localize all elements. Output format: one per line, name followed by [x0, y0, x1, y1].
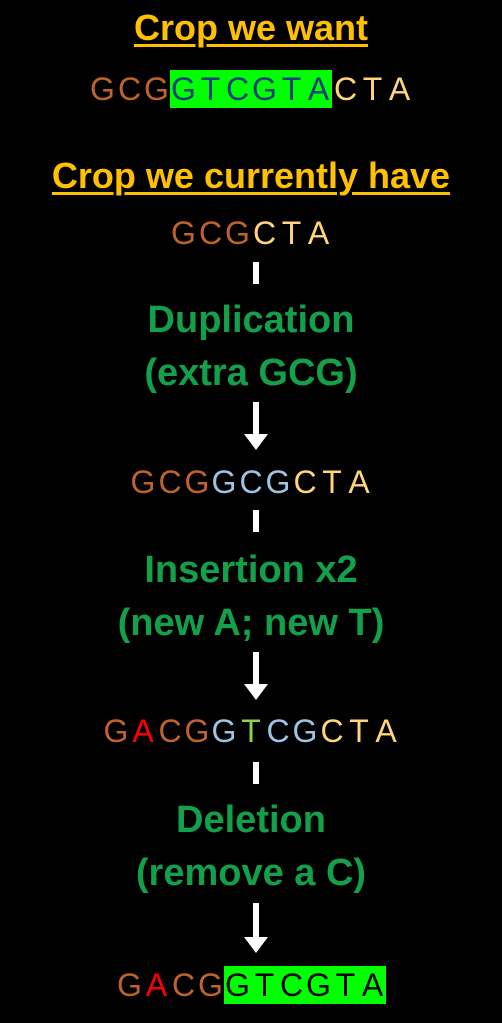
nucleotide: G: [198, 967, 223, 1003]
nucleotide: T: [335, 967, 356, 1003]
nucleotide: G: [306, 967, 331, 1003]
nucleotide: G: [171, 71, 196, 107]
nucleotide: G: [184, 464, 210, 500]
step-duplication-note: (extra GCG): [144, 352, 358, 394]
heading-crop-we-have: Crop we currently have: [51, 155, 451, 196]
nucleotide: A: [307, 71, 330, 107]
heading-crop-we-want: Crop we want: [133, 7, 369, 48]
nucleotide: C: [266, 713, 290, 749]
nucleotide: A: [348, 464, 370, 500]
nucleotide: G: [292, 713, 318, 749]
nucleotide: T: [349, 713, 369, 749]
nucleotide: G: [103, 713, 129, 749]
nucleotide: G: [144, 71, 169, 107]
nucleotide: G: [265, 464, 291, 500]
step-insertion-note: (new A; new T): [117, 602, 385, 644]
connector-dash: [253, 762, 259, 784]
nucleotide: C: [117, 71, 142, 107]
nucleotide: C: [198, 215, 223, 251]
nucleotide: G: [184, 713, 210, 749]
arrow-down-icon: [244, 402, 268, 450]
nucleotide: G: [211, 464, 237, 500]
nucleotide: T: [241, 713, 261, 749]
nucleotide: T: [254, 967, 275, 1003]
nucleotide: C: [252, 215, 277, 251]
nucleotide: T: [200, 71, 221, 107]
nucleotide: T: [362, 71, 383, 107]
nucleotide: G: [117, 967, 142, 1003]
nucleotide: A: [145, 967, 168, 1003]
nucleotide: C: [293, 464, 317, 500]
step-duplication-title: Duplication: [147, 299, 355, 341]
step-insertion-title: Insertion x2: [144, 549, 358, 591]
nucleotide: G: [252, 71, 277, 107]
nucleotide: A: [375, 713, 397, 749]
nucleotide: G: [130, 464, 156, 500]
nucleotide: A: [132, 713, 154, 749]
nucleotide: G: [211, 713, 237, 749]
nucleotide: T: [281, 215, 302, 251]
connector-dash: [253, 510, 259, 532]
arrow-down-icon: [244, 903, 268, 953]
nucleotide: G: [225, 215, 250, 251]
nucleotide: G: [225, 967, 250, 1003]
connector-dash: [253, 262, 259, 284]
nucleotide: C: [158, 464, 182, 500]
nucleotide: C: [320, 713, 344, 749]
arrow-down-icon: [244, 652, 268, 700]
nucleotide: T: [322, 464, 342, 500]
nucleotide: G: [171, 215, 196, 251]
nucleotide: T: [281, 71, 302, 107]
nucleotide: C: [279, 967, 304, 1003]
step-deletion-title: Deletion: [176, 799, 326, 841]
nucleotide: C: [158, 713, 182, 749]
nucleotide: A: [307, 215, 330, 251]
nucleotide: A: [388, 71, 411, 107]
nucleotide: C: [333, 71, 358, 107]
step-deletion-note: (remove a C): [135, 852, 367, 894]
nucleotide: A: [361, 967, 384, 1003]
nucleotide: C: [225, 71, 250, 107]
nucleotide: G: [90, 71, 115, 107]
nucleotide: C: [239, 464, 263, 500]
nucleotide: C: [171, 967, 196, 1003]
